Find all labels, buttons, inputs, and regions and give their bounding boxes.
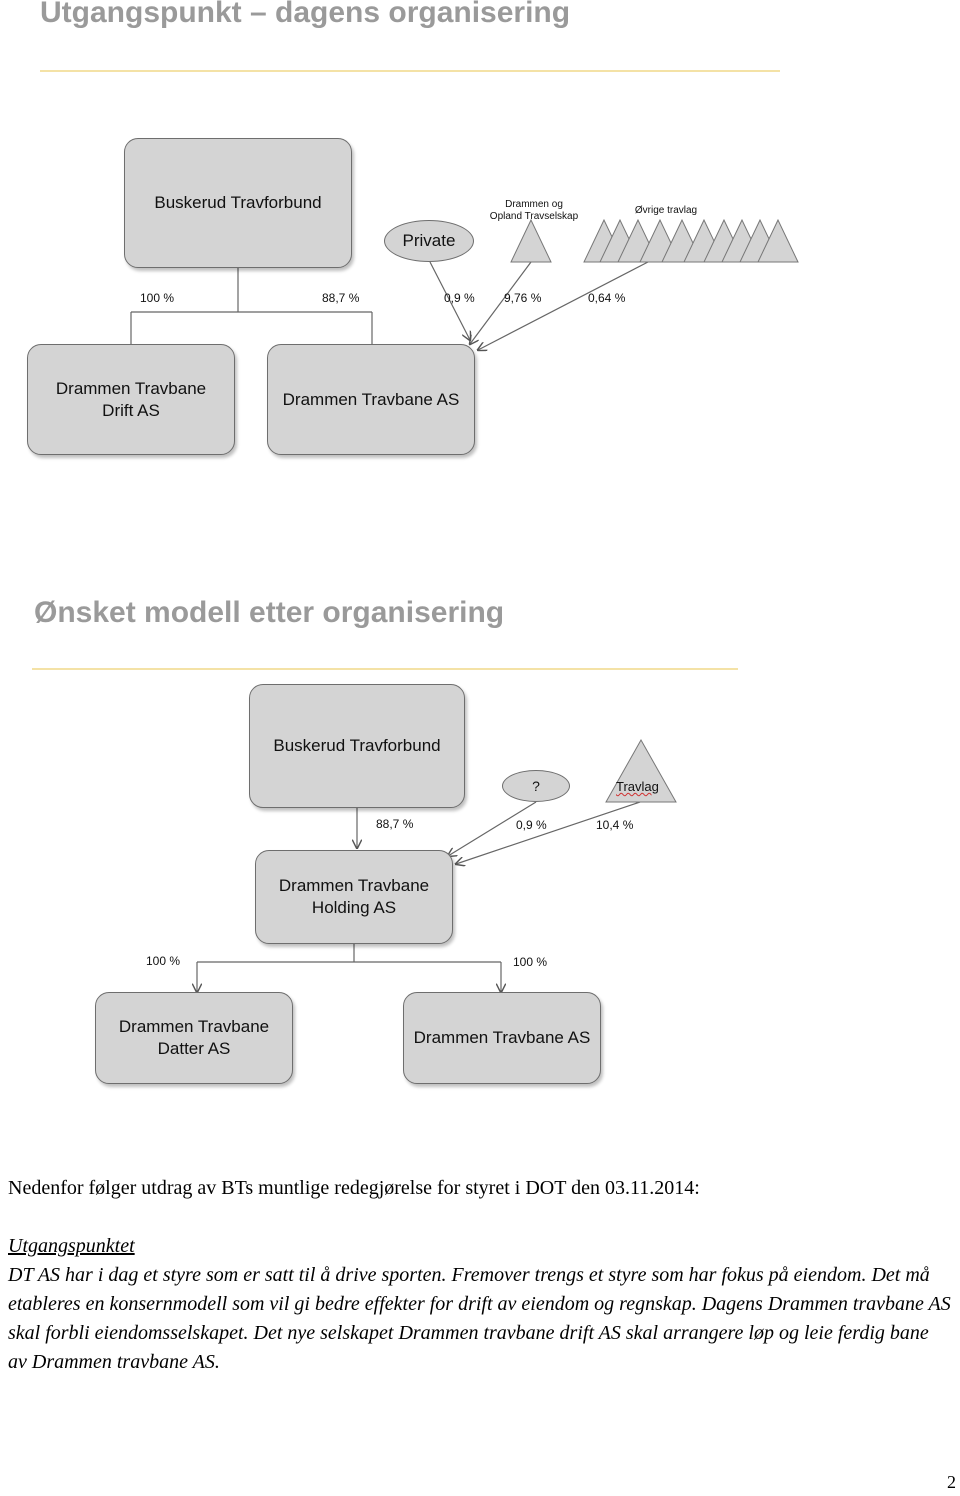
private-label: Private [402, 231, 456, 250]
section2-datter-box-label: Drammen Travbane Datter AS [118, 1017, 270, 1058]
section1-drift-box-label: Drammen Travbane Drift AS [55, 378, 207, 420]
section2-pct-question: 0,9 % [516, 818, 547, 832]
section2-top-box-label: Buskerud Travforbund [273, 736, 441, 755]
section2-top-box: Buskerud Travforbund [249, 684, 465, 808]
section1-pct-left: 100 % [140, 291, 175, 305]
section2-datter-box: Drammen Travbane Datter AS [95, 992, 293, 1084]
travlag-triangle [605, 738, 677, 803]
section1-drift-box: Drammen Travbane Drift AS [27, 344, 235, 455]
section2-title-rule [32, 668, 738, 670]
body-paragraph: DT AS har i dag et styre som er satt til… [8, 1264, 951, 1373]
section2-title: Ønsket modell etter organisering [34, 596, 505, 629]
section1-pct-ovrige: 0,64 % [588, 291, 626, 305]
subheading: Utgangspunktet [8, 1235, 135, 1257]
section2-pct-right: 100 % [513, 955, 548, 969]
question-bubble: ? [502, 770, 570, 802]
section2-pct-top: 88,7 % [376, 817, 414, 831]
section1-as-box: Drammen Travbane AS [267, 344, 475, 455]
section1-top-box: Buskerud Travforbund [124, 138, 352, 268]
section1-pct-right: 88,7 % [322, 291, 360, 305]
intro-text: Nedenfor følger utdrag av BTs muntlige r… [8, 1177, 700, 1199]
section2-as-box: Drammen Travbane AS [403, 992, 601, 1084]
section1-title: Utgangspunkt – dagens organisering [40, 0, 571, 29]
section1-title-rule [40, 70, 780, 72]
page-number: 2 [947, 1472, 956, 1492]
drammen-opland-triangle [510, 218, 552, 263]
travlag-label: Travlag [616, 779, 659, 794]
ovrige-travlag-label: Øvrige travlag [634, 205, 698, 216]
private-bubble: Private [384, 220, 474, 262]
section1-top-box-label: Buskerud Travforbund [154, 193, 322, 212]
question-label: ? [532, 778, 540, 794]
section1-pct-private: 0,9 % [444, 291, 475, 305]
section2-holding-box: Drammen Travbane Holding AS [255, 850, 453, 944]
section1-as-box-label: Drammen Travbane AS [282, 389, 460, 409]
section2-pct-travlag: 10,4 % [596, 818, 634, 832]
section2-pct-left: 100 % [146, 954, 181, 968]
section2-as-box-label: Drammen Travbane AS [413, 1028, 591, 1047]
section1-pct-drammen-opland: 9,76 % [504, 291, 542, 305]
section2-holding-box-label: Drammen Travbane Holding AS [278, 876, 430, 917]
drammen-opland-label: Drammen og Opland Travselskap [489, 199, 579, 222]
